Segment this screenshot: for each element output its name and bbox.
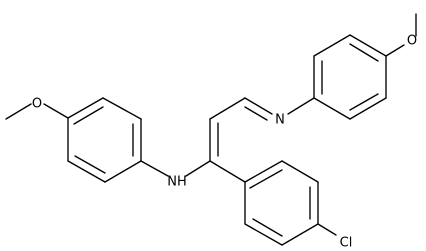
left-ring	[67, 97, 142, 183]
atom-o-left: O	[32, 97, 42, 112]
bond-ring-cl	[317, 223, 337, 236]
atom-n-imine: N	[275, 113, 285, 128]
bond-methyl-o-left	[5, 103, 32, 120]
atom-nh: NH	[167, 175, 187, 190]
bond-ring-o-right	[385, 44, 405, 57]
bond-n-ring	[287, 97, 315, 115]
bond-o-left-ring	[43, 103, 69, 119]
bond-c3-n	[244, 97, 273, 115]
atom-o-right: O	[407, 34, 417, 49]
bonds	[5, 13, 417, 246]
bond-c1-ring	[209, 160, 246, 183]
chlorophenyl-ring	[244, 160, 319, 246]
right-ring	[313, 34, 387, 120]
atom-labels: O NH N O Cl	[32, 34, 417, 251]
bond-c3-n-inner	[244, 106, 268, 121]
bond-c2-c3	[209, 97, 246, 120]
bond-ring-nh	[140, 160, 169, 177]
bond-nh-c1	[185, 160, 211, 177]
atom-cl: Cl	[340, 236, 353, 251]
